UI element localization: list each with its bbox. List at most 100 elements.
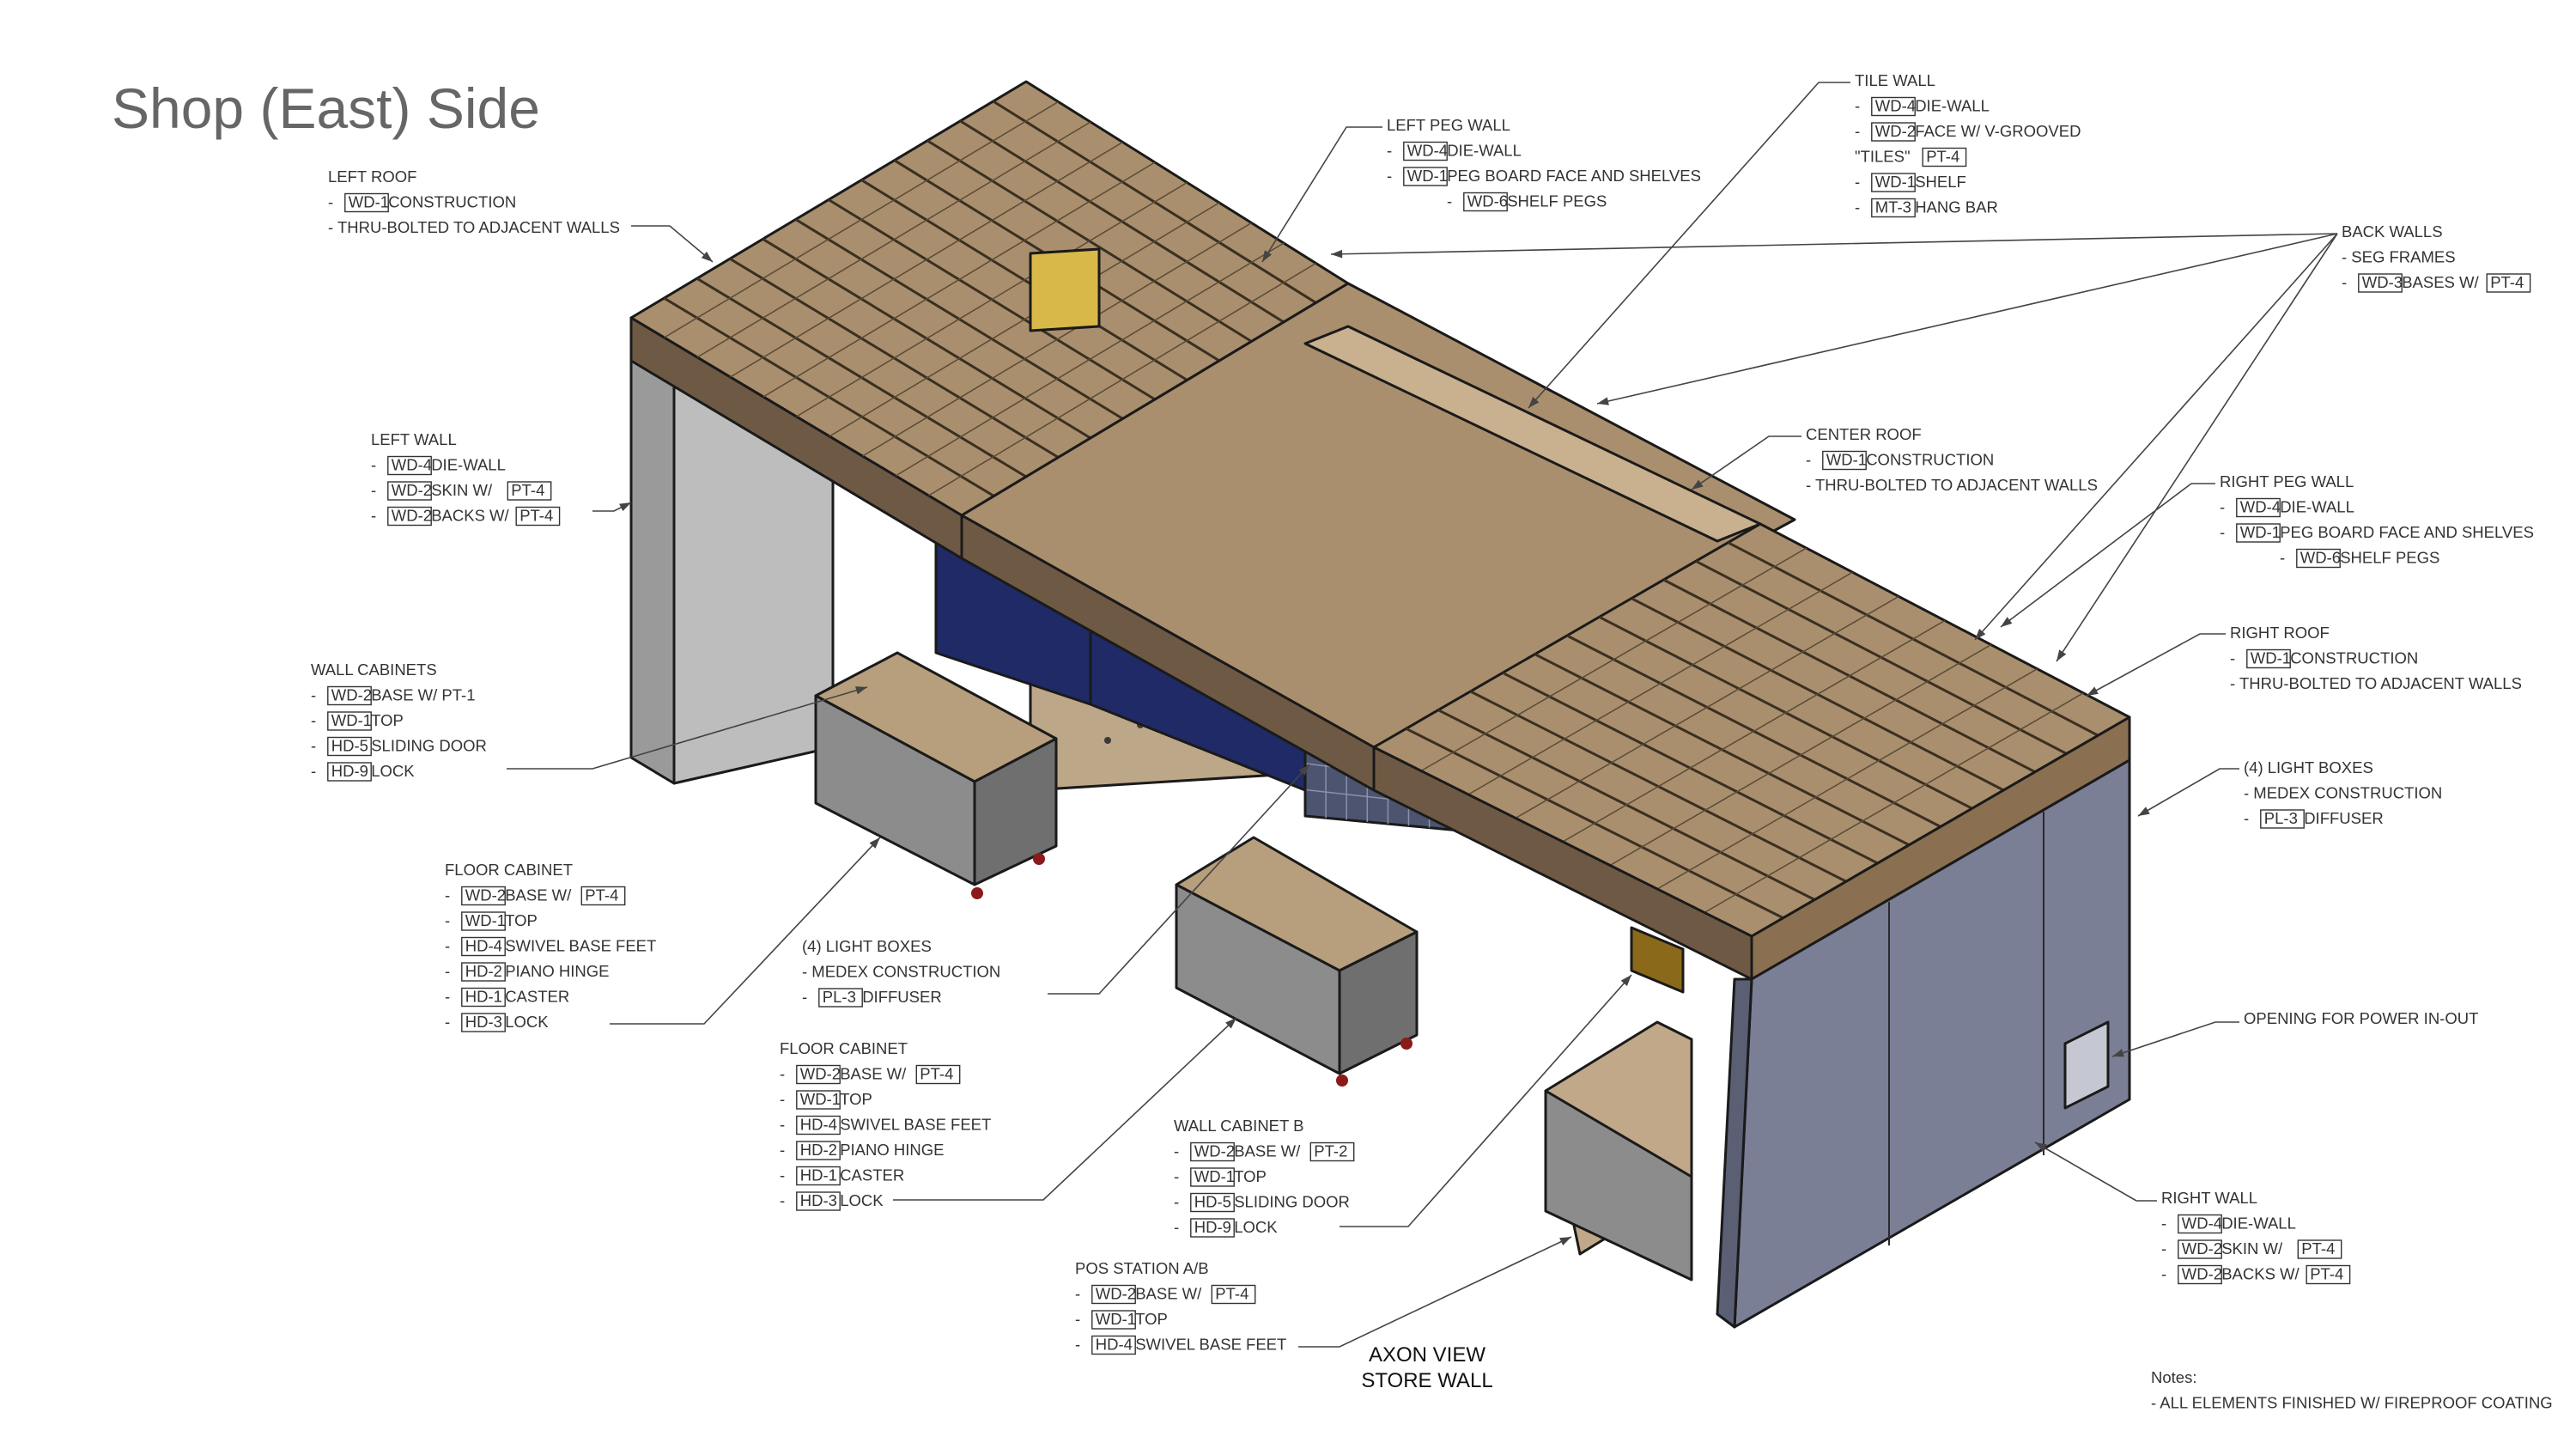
callout-line: - HD-4 SWIVEL BASE FEET	[1075, 1336, 1286, 1355]
caster	[1033, 853, 1045, 865]
leader-arrowhead	[701, 251, 713, 262]
spec-tag-box	[796, 1064, 841, 1085]
callout-heading: WALL CABINET B	[1174, 1117, 1303, 1135]
spec-tag-box	[2236, 523, 2281, 543]
callout-wall-cabinets: WALL CABINETS- WD-2 BASE W/ PT-1- WD-1 T…	[311, 661, 487, 782]
callout-line: - ALL ELEMENTS FINISHED W/ FIREPROOF COA…	[2151, 1394, 2553, 1412]
callout-notes: Notes:- ALL ELEMENTS FINISHED W/ FIREPRO…	[2151, 1368, 2553, 1412]
spec-tag: WD-4	[2240, 498, 2281, 516]
callout-wall-cabinet-b: WALL CABINET B- WD-2 BASE W/ PT-2- WD-1 …	[1174, 1117, 1355, 1238]
callout-text: SHELF PEGS	[1507, 192, 1607, 210]
purlin	[1562, 619, 1946, 843]
callout-text: SWIVEL BASE FEET	[505, 937, 656, 955]
leader-arrowhead	[1975, 628, 1986, 640]
callout-text: - ALL ELEMENTS FINISHED W/ FIREPROOF COA…	[2151, 1394, 2553, 1412]
callout-text: -	[371, 481, 376, 499]
callout-heading: FLOOR CABINET	[445, 861, 573, 879]
spec-tag-box	[1211, 1284, 1256, 1305]
spec-tag: WD-4	[1875, 97, 1916, 115]
leader-arrowhead	[1597, 397, 1609, 405]
callout-line: "TILES" PT-4	[1855, 148, 1967, 167]
callout-text: - SEG FRAMES	[2342, 248, 2456, 266]
callout-text: BASE W/	[840, 1065, 907, 1083]
callout-text: -	[371, 456, 376, 474]
callout-text: CASTER	[505, 988, 569, 1006]
purlin	[1656, 668, 2038, 890]
callout-text: -	[2342, 273, 2347, 291]
callout-text: LOCK	[840, 1191, 884, 1209]
callout-text: TOP	[505, 911, 538, 929]
callout-line: - WD-1 TOP	[1075, 1310, 1168, 1330]
purlin	[762, 161, 1156, 398]
callout-text: -	[2161, 1239, 2166, 1257]
callout-right-roof: RIGHT ROOF- WD-1 CONSTRUCTION- THRU-BOLT…	[2230, 624, 2522, 692]
callout-line: - THRU-BOLTED TO ADJACENT WALLS	[328, 218, 620, 236]
purlin	[829, 202, 1220, 437]
spec-tag: HD-4	[465, 937, 502, 955]
callout-heading: OPENING FOR POWER IN-OUT	[2244, 1009, 2478, 1027]
leader-arrowhead	[1298, 764, 1309, 776]
callout-line: - WD-2 BASE W/ PT-4	[445, 886, 626, 906]
callout-line: - MEDEX CONSTRUCTION	[2244, 784, 2442, 802]
spec-tag: HD-1	[800, 1166, 837, 1184]
callout-floor-cabinet-2: FLOOR CABINET- WD-2 BASE W/ PT-4- WD-1 T…	[780, 1039, 991, 1211]
leader-arrowhead	[1692, 479, 1704, 490]
callout-left-peg-wall: LEFT PEG WALL- WD-4 DIE-WALL- WD-1 PEG B…	[1387, 116, 1701, 212]
spec-tag-box	[2296, 548, 2341, 569]
callout-text: -	[1855, 198, 1860, 216]
spec-tag: WD-4	[392, 456, 432, 474]
spec-tag-box	[461, 911, 506, 931]
callout-text: -	[780, 1166, 785, 1184]
right-wall-edge	[1716, 977, 1753, 1329]
callout-line: - HD-9 LOCK	[311, 762, 415, 782]
callout-heading: (4) LIGHT BOXES	[802, 937, 932, 955]
callout-text: LOCK	[1234, 1218, 1278, 1236]
spec-tag-box	[1091, 1284, 1136, 1305]
callout-text: BASES W/	[2402, 273, 2479, 291]
leader-back-walls	[1330, 233, 2338, 255]
callout-text: TOP	[1234, 1167, 1267, 1185]
callout-heading: WALL CABINETS	[311, 661, 437, 679]
purlin	[1467, 571, 1853, 795]
callout-text: - THRU-BOLTED TO ADJACENT WALLS	[1806, 476, 2098, 494]
caster	[971, 887, 983, 899]
callout-text: -	[445, 1013, 450, 1031]
callout-text: -	[1075, 1336, 1080, 1354]
purlin	[1704, 692, 2084, 914]
callout-text: DIE-WALL	[1915, 97, 1990, 115]
callout-text: -	[445, 911, 450, 929]
callout-text: -	[780, 1090, 785, 1108]
callout-line: - HD-9 LOCK	[1174, 1218, 1278, 1238]
leader-arrowhead	[2138, 807, 2150, 816]
callout-line: - WD-1 PEG BOARD FACE AND SHELVES	[1387, 167, 1701, 186]
callout-line: - PL-3 DIFFUSER	[802, 988, 942, 1008]
callout-text: SKIN W/	[2221, 1239, 2283, 1257]
leader-arrowhead	[1559, 1237, 1571, 1245]
callout-text: -	[1174, 1193, 1179, 1211]
callout-line: - WD-1 TOP	[1174, 1167, 1267, 1187]
spec-tag: WD-4	[2182, 1215, 2222, 1233]
spec-tag-box	[1190, 1142, 1235, 1162]
callout-line: - HD-4 SWIVEL BASE FEET	[780, 1116, 991, 1135]
callout-pos-station: POS STATION A/B- WD-2 BASE W/ PT-4- WD-1…	[1075, 1259, 1286, 1355]
callout-text: PIANO HINGE	[840, 1141, 944, 1159]
callout-opening-power: OPENING FOR POWER IN-OUT	[2244, 1009, 2478, 1027]
callout-text: -	[1075, 1285, 1080, 1303]
callout-text: -	[328, 193, 333, 211]
callout-line: - WD-4 DIE-WALL	[1855, 97, 1990, 117]
spec-tag: HD-4	[800, 1116, 837, 1134]
spec-tag-box	[461, 886, 506, 906]
callout-text: "TILES"	[1855, 148, 1911, 166]
spec-tag: HD-2	[465, 962, 502, 980]
spec-tag: PT-4	[585, 886, 618, 904]
callout-line: - MT-3 HANG BAR	[1855, 198, 1998, 218]
callout-text: PEG BOARD FACE AND SHELVES	[2280, 523, 2534, 541]
callout-text: -	[1174, 1167, 1179, 1185]
callout-line: - MEDEX CONSTRUCTION	[802, 963, 1000, 981]
callout-text: CASTER	[840, 1166, 904, 1184]
callout-text: SWIVEL BASE FEET	[1135, 1336, 1286, 1354]
callout-leaders	[507, 82, 2338, 1348]
callout-text: BASE W/	[1234, 1142, 1301, 1160]
callout-line: - HD-3 LOCK	[780, 1191, 884, 1211]
